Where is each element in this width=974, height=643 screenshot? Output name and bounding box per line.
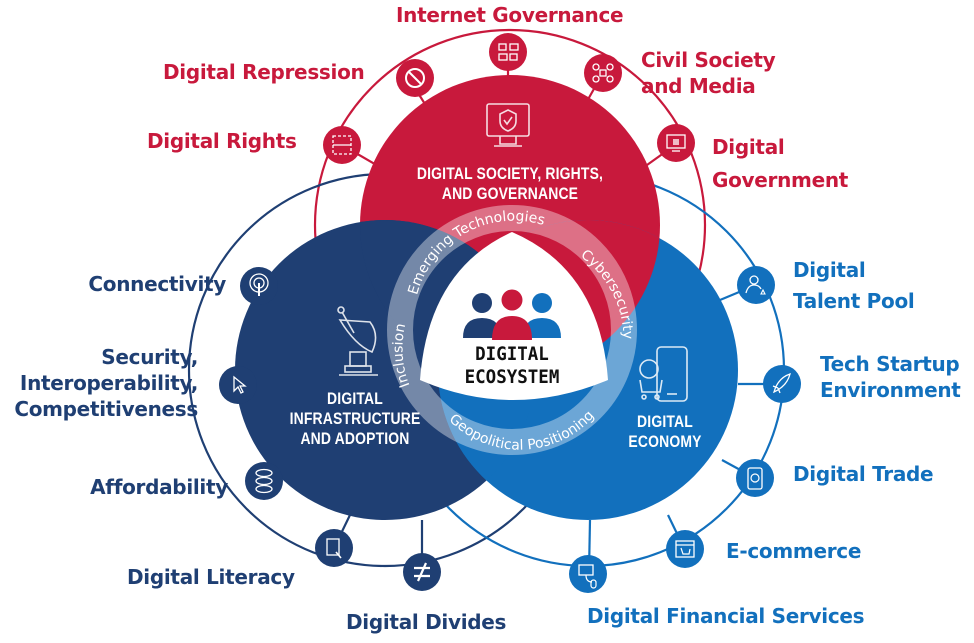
person-star-icon bbox=[737, 266, 775, 304]
satellite-dish-icon bbox=[337, 306, 378, 376]
label-digital-financial-services: Digital Financial Services bbox=[587, 604, 865, 628]
mobile-payment-icon bbox=[639, 346, 688, 402]
rocket-icon bbox=[763, 365, 801, 403]
label-digital-repression: Digital Repression bbox=[163, 60, 365, 84]
label-connectivity: Connectivity bbox=[88, 272, 226, 296]
node-icons bbox=[219, 33, 801, 593]
network-hub-icon bbox=[584, 54, 622, 92]
coin-stack-icon bbox=[245, 462, 283, 500]
label-civil-society-media: Civil Society and Media bbox=[641, 48, 776, 98]
mobile-globe-icon bbox=[736, 459, 774, 497]
prohibited-icon bbox=[396, 59, 434, 97]
tablet-touch-icon bbox=[315, 529, 353, 567]
monitor-building-icon bbox=[657, 124, 695, 162]
people-network-icon bbox=[489, 33, 527, 71]
center-title: DIGITAL ECOSYSTEM bbox=[464, 343, 560, 388]
computer-mouse-icon bbox=[569, 555, 607, 593]
not-equal-icon bbox=[403, 553, 441, 591]
label-tech-startup-environment: Tech Startup Environment bbox=[820, 352, 961, 402]
center-ecosystem-shape bbox=[420, 232, 608, 400]
qr-scan-icon bbox=[323, 126, 361, 164]
label-digital-trade: Digital Trade bbox=[793, 462, 934, 486]
theme-ring bbox=[387, 205, 637, 455]
label-digital-divides: Digital Divides bbox=[346, 610, 507, 634]
label-security-interoperability: Security, Interoperability, Competitiven… bbox=[14, 345, 198, 421]
pillar-title-infrastructure: DIGITAL INFRASTRUCTURE AND ADOPTION bbox=[289, 389, 421, 448]
monitor-shield-icon bbox=[486, 103, 530, 147]
label-affordability: Affordability bbox=[90, 475, 228, 499]
label-e-commerce: E-commerce bbox=[726, 539, 862, 563]
pillar-title-society: DIGITAL SOCIETY, RIGHTS, AND GOVERNANCE bbox=[416, 164, 604, 203]
people-group-icon bbox=[463, 289, 561, 340]
label-digital-government: Digital Government bbox=[712, 135, 849, 192]
cursor-icon bbox=[219, 366, 257, 404]
label-digital-literacy: Digital Literacy bbox=[127, 565, 295, 589]
label-internet-governance: Internet Governance bbox=[396, 3, 624, 27]
label-digital-rights: Digital Rights bbox=[147, 129, 297, 153]
web-cart-icon bbox=[666, 530, 704, 568]
pillar-title-economy: DIGITAL ECONOMY bbox=[628, 412, 702, 451]
wireless-signal-icon bbox=[240, 267, 278, 305]
label-digital-talent-pool: Digital Talent Pool bbox=[793, 258, 915, 313]
